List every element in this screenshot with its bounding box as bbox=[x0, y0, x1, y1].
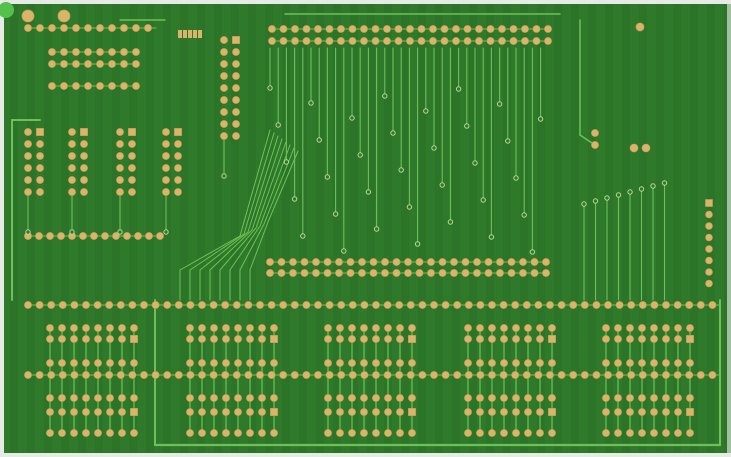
gold-pads bbox=[24, 24, 717, 437]
vias bbox=[25, 85, 668, 255]
mounting-holes bbox=[21, 9, 645, 32]
corner-glare bbox=[0, 2, 14, 18]
solder-mask-shading bbox=[10, 4, 731, 453]
